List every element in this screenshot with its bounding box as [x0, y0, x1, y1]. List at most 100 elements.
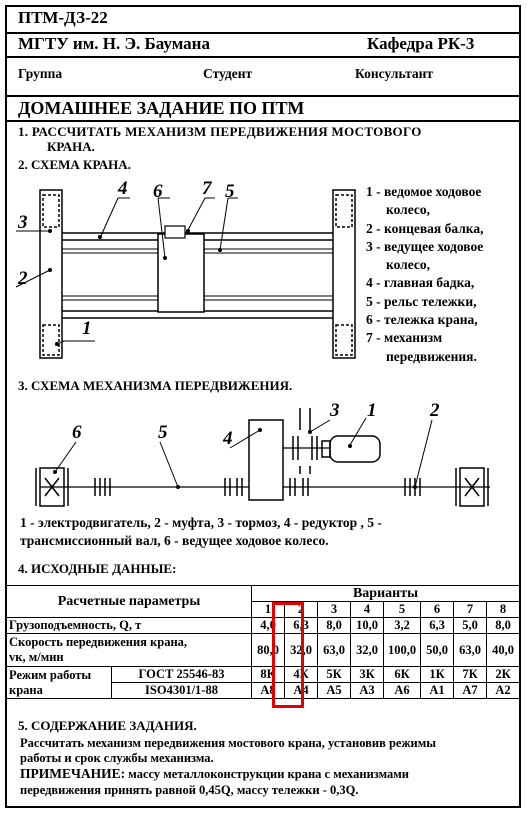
legend-line: 1 - ведомое ходовое: [366, 184, 482, 199]
group-label: Группа: [18, 66, 63, 81]
legend-line: передвижения.: [386, 348, 477, 364]
header-divider-1: [5, 32, 521, 34]
legend-line: колесо,: [386, 257, 431, 273]
variant-number: 7: [453, 601, 487, 618]
crane-label-3: 3: [18, 212, 28, 233]
left-top-wheel: [42, 194, 60, 228]
gost-value: 8К: [251, 666, 285, 683]
crane-label-7: 7: [202, 178, 212, 199]
crane-label-6: 6: [153, 181, 163, 202]
table-row: ISO4301/1-88 А8 А4 А5 А3 А6 А1 А7 А2: [7, 682, 520, 699]
speed-value: 63,0: [453, 633, 487, 667]
speed-value: 100,0: [383, 633, 421, 667]
iso-value: А2: [486, 682, 520, 699]
speed-value: 50,0: [420, 633, 454, 667]
consultant-label: Консультант: [355, 66, 434, 81]
mech-label-1: 1: [367, 400, 377, 421]
params-header: Расчетные параметры: [6, 585, 252, 618]
speed-value: 63,0: [317, 633, 351, 667]
legend-line: 6 - тележка крана,: [366, 312, 478, 328]
load-value: 10,0: [350, 617, 384, 634]
iso-value: А7: [453, 682, 487, 699]
load-label: Грузоподъемность, Q, т: [6, 617, 252, 634]
crane-label-4: 4: [118, 178, 128, 199]
table-row: Режим работы крана ГОСТ 25546-83 8К 4К 5…: [6, 666, 520, 699]
gost-value: 5К: [317, 666, 351, 683]
section-5-heading: 5. СОДЕРЖАНИЕ ЗАДАНИЯ.: [18, 718, 197, 733]
note-line-2: передвижения принять равной 0,45Q, массу…: [20, 783, 359, 797]
variant-number: 4: [350, 601, 384, 618]
mech-label-2: 2: [430, 400, 440, 421]
load-value: 3,2: [383, 617, 421, 634]
university-name: МГТУ им. Н. Э. Баумана: [18, 34, 210, 53]
legend-line: 7 - механизм: [366, 330, 443, 346]
gost-value: 7К: [453, 666, 487, 683]
variants-header: Варианты: [251, 585, 520, 602]
note-label: ПРИМЕЧАНИЕ:: [20, 766, 126, 781]
section-4-heading: 4. ИСХОДНЫЕ ДАННЫЕ:: [18, 561, 177, 576]
iso-value: А8: [251, 682, 285, 699]
iso-label: ISO4301/1-88: [111, 682, 252, 699]
iso-value: А6: [383, 682, 421, 699]
iso-value: А5: [317, 682, 351, 699]
note-line-1: ПРИМЕЧАНИЕ: массу металлоконструкции кра…: [20, 766, 409, 782]
mech-legend-line-1: 1 - электродвигатель, 2 - муфта, 3 - тор…: [20, 515, 382, 530]
mech-legend-line-2: трансмиссионный вал, 6 - ведущее ходовое…: [20, 533, 329, 548]
section-3-heading: 3. СХЕМА МЕХАНИЗМА ПЕРЕДВИЖЕНИЯ.: [18, 378, 293, 393]
crane-trolley: [157, 233, 205, 313]
reducer: [248, 419, 284, 501]
header-divider-2: [5, 56, 521, 58]
student-label: Студент: [203, 66, 253, 81]
speed-label-line-1: Скорость передвижения крана,: [9, 635, 188, 649]
speed-label-line-2: vк, м/мин: [9, 650, 64, 664]
variant-number: 5: [383, 601, 421, 618]
legend-line: 5 - рельс тележки,: [366, 293, 477, 309]
page-title: ДОМАШНЕЕ ЗАДАНИЕ ПО ПТМ: [18, 98, 305, 118]
department-name: Кафедра РК-3: [367, 34, 475, 53]
note-text: массу металлоконструкции крана с механиз…: [125, 767, 410, 781]
mode-label-line-1: Режим работы: [9, 667, 92, 682]
gost-label: ГОСТ 25546-83: [111, 666, 252, 683]
load-value: 8,0: [486, 617, 520, 634]
right-top-wheel: [335, 194, 353, 228]
section-2-heading: 2. СХЕМА КРАНА.: [18, 157, 131, 172]
iso-value: А3: [350, 682, 384, 699]
mech-label-5: 5: [158, 422, 168, 443]
left-bottom-wheel: [42, 324, 60, 356]
load-value: 8,0: [317, 617, 351, 634]
task-1-line-2: КРАНА.: [47, 139, 95, 154]
content-line-2: работы и срок службы механизма.: [20, 751, 214, 765]
legend-line: колесо,: [386, 202, 431, 218]
crane-label-1: 1: [82, 318, 92, 339]
content-line-1: Рассчитать механизм передвижения мостово…: [20, 736, 437, 750]
mech-label-6: 6: [72, 422, 82, 443]
gost-value: 1К: [420, 666, 454, 683]
variant-number: 6: [420, 601, 454, 618]
load-value: 6,3: [420, 617, 454, 634]
crane-label-5: 5: [225, 181, 235, 202]
speed-label: Скорость передвижения крана, vк, м/мин: [6, 633, 252, 667]
speed-value: 32,0: [350, 633, 384, 667]
left-drive-wheel: [39, 467, 65, 507]
gost-value: 3К: [350, 666, 384, 683]
right-drive-wheel: [459, 467, 485, 507]
gost-value: 6К: [383, 666, 421, 683]
gost-value: 2К: [486, 666, 520, 683]
legend-line: 2 - концевая балка,: [366, 220, 484, 236]
variant-number: 3: [317, 601, 351, 618]
title-divider: [5, 120, 521, 122]
mech-label-4: 4: [223, 428, 233, 449]
task-1-line-1: 1. РАССЧИТАТЬ МЕХАНИЗМ ПЕРЕДВИЖЕНИЯ МОСТ…: [18, 124, 422, 139]
iso-value: А1: [420, 682, 454, 699]
doc-code: ПТМ-ДЗ-22: [18, 8, 108, 27]
electric-motor: [329, 435, 381, 463]
variant-number: 8: [486, 601, 520, 618]
table-row: Грузоподъемность, Q, т 4,0 6,3 8,0 10,0 …: [6, 617, 520, 634]
speed-value: 40,0: [486, 633, 520, 667]
mech-label-3: 3: [330, 400, 340, 421]
legend-line: 4 - главная бадка,: [366, 275, 475, 291]
mode-label-line-2: крана: [9, 682, 43, 697]
parameters-table: Расчетные параметры Варианты 1 2 3 4 5 6…: [6, 585, 520, 699]
crane-legend: 1 - ведомое ходовое колесо, 2 - концевая…: [366, 183, 484, 366]
